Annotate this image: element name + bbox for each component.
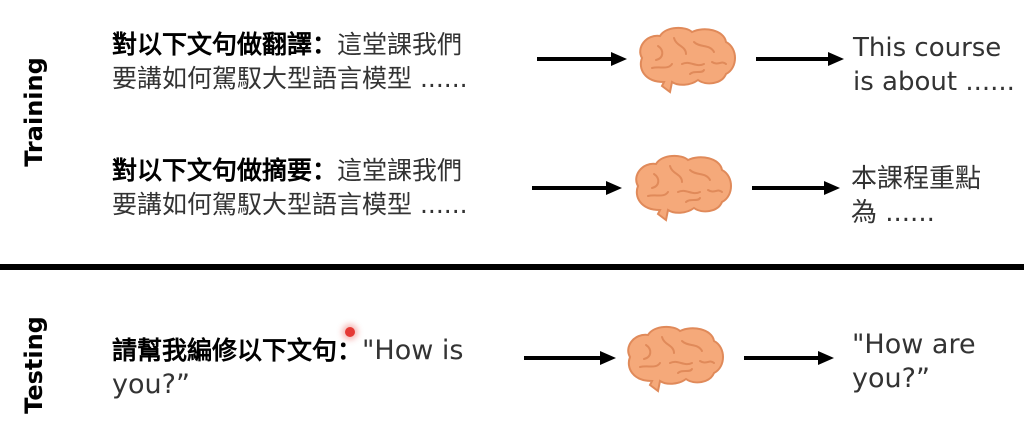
row-3-input-line2: you?”	[112, 369, 190, 400]
testing-section-label: Testing	[20, 316, 48, 414]
row-1-output-line2: is about ......	[853, 67, 1015, 97]
arrow-right-icon	[756, 52, 844, 66]
row-2-input-line2: 要講如何駕馭大型語言模型 ......	[112, 190, 468, 219]
training-section-label: Training	[20, 57, 48, 167]
arrow-right-icon	[532, 181, 622, 195]
row-2-output-line2: 為 ......	[851, 198, 935, 228]
brain-icon	[635, 154, 732, 222]
row-2-output-line1: 本課程重點	[851, 164, 982, 194]
row-2-input-line1: 這堂課我們	[337, 156, 463, 185]
row-3-prompt: 請幫我編修以下文句："How is you?”	[112, 334, 464, 402]
row-1-output-line1: This course	[853, 33, 1002, 63]
row-1-input-line2: 要講如何駕馭大型語言模型 ......	[112, 64, 468, 93]
arrow-right-icon	[752, 181, 840, 195]
row-1-output: This course is about ......	[853, 31, 1015, 99]
row-2-instruction: 對以下文句做摘要：	[112, 156, 338, 185]
arrow-right-icon	[524, 351, 616, 365]
arrow-right-icon	[537, 52, 627, 66]
row-3-output-line2: you?”	[852, 363, 930, 394]
pointer-cursor	[345, 327, 355, 337]
brain-icon	[639, 26, 736, 94]
row-3-output: "How are you?”	[852, 328, 976, 396]
row-3-instruction: 請幫我編修以下文句：	[112, 336, 363, 365]
row-1-instruction: 對以下文句做翻譯：	[112, 30, 338, 59]
section-divider	[0, 264, 1024, 270]
row-3-output-line1: "How are	[852, 329, 976, 360]
row-2-prompt: 對以下文句做摘要：這堂課我們 要講如何駕馭大型語言模型 ......	[112, 154, 468, 222]
row-3-input-line1: "How is	[362, 335, 464, 366]
brain-icon	[627, 325, 724, 393]
row-2-output: 本課程重點 為 ......	[851, 162, 981, 230]
row-1-input-line1: 這堂課我們	[337, 30, 463, 59]
row-1-prompt: 對以下文句做翻譯：這堂課我們 要講如何駕馭大型語言模型 ......	[112, 28, 468, 96]
arrow-right-icon	[744, 351, 834, 365]
